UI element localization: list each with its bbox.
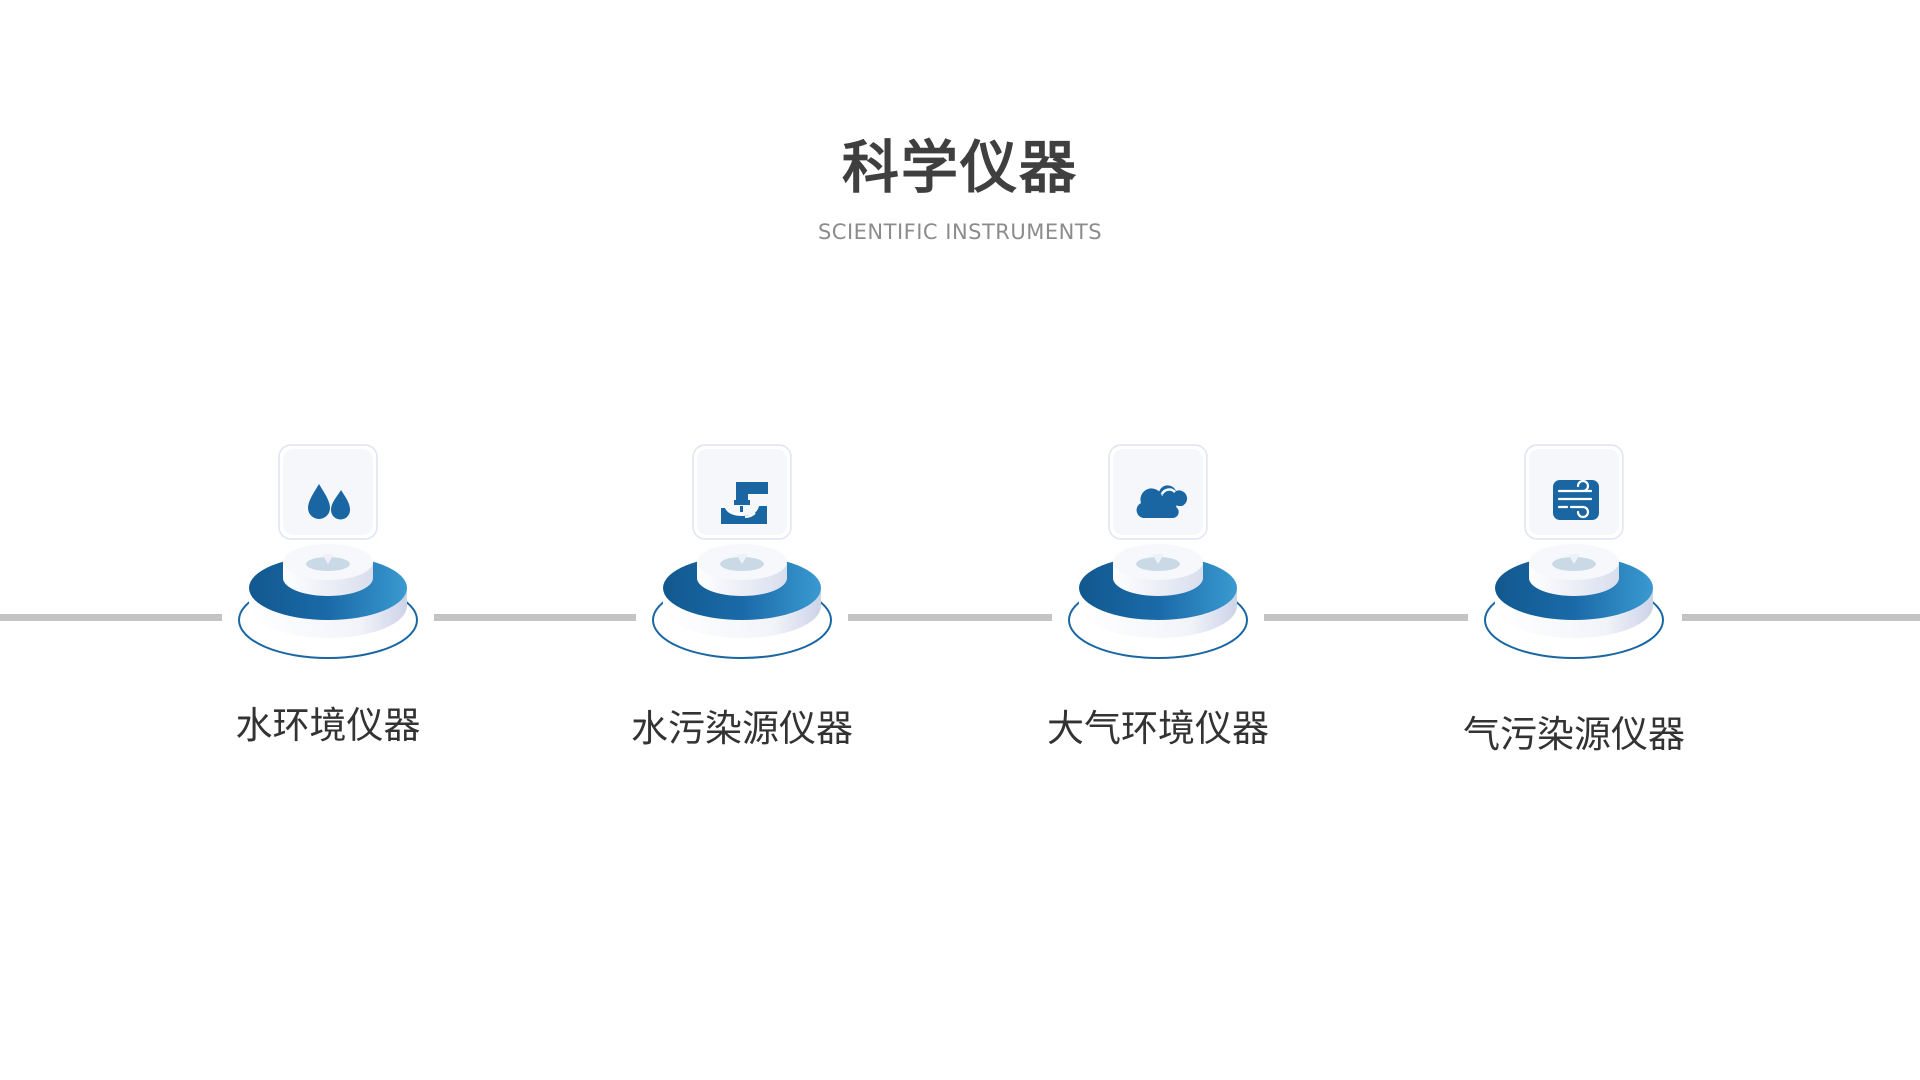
timeline-node-air-environment[interactable] [1058, 440, 1258, 680]
water-drops-icon [299, 470, 359, 530]
cloud-icon [1129, 470, 1189, 530]
pipe-discharge-icon [713, 470, 773, 530]
item-label: 大气环境仪器 [1047, 707, 1269, 750]
page-subtitle: SCIENTIFIC INSTRUMENTS [817, 220, 1103, 244]
item-label: 水污染源仪器 [631, 707, 853, 750]
pedestal-graphic [238, 444, 418, 659]
timeline-segment [434, 614, 636, 621]
timeline-segment [848, 614, 1052, 621]
pedestal-graphic [652, 444, 832, 659]
timeline-node-air-pollution[interactable] [1474, 440, 1674, 680]
timeline-segment [1264, 614, 1468, 621]
timeline-segment [1682, 614, 1920, 621]
timeline-segment [0, 614, 222, 621]
page-title: 科学仪器 [842, 135, 1078, 201]
item-label: 水环境仪器 [235, 704, 421, 747]
item-label: 气污染源仪器 [1463, 713, 1685, 756]
wind-icon [1545, 470, 1605, 530]
timeline-node-water-pollution[interactable] [642, 440, 842, 680]
timeline-node-water-environment[interactable] [228, 440, 428, 680]
